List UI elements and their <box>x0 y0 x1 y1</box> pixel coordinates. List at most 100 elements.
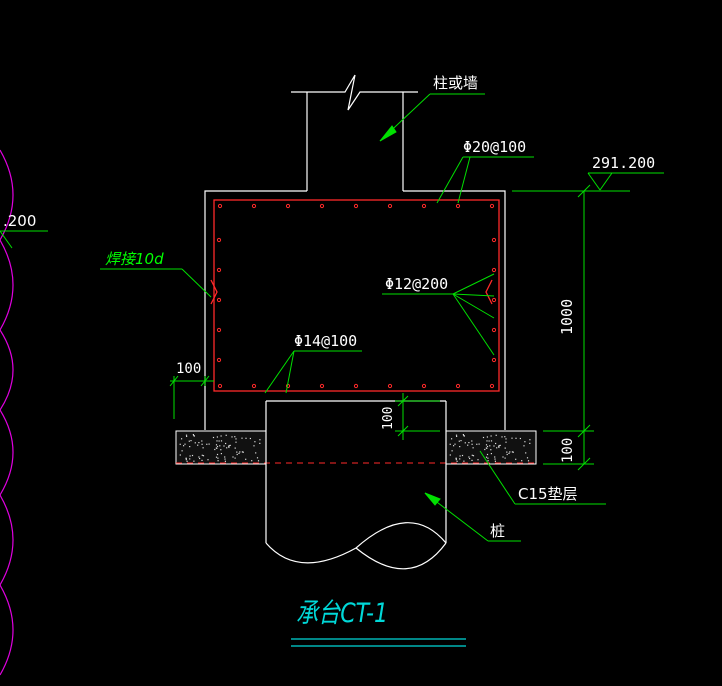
cushion-speckle <box>529 442 531 444</box>
cushion-speckle <box>515 458 517 460</box>
cushion-speckle <box>459 455 461 457</box>
cushion-speckle <box>216 436 218 438</box>
rebar-dot <box>216 237 222 243</box>
cushion-speckle <box>214 448 216 451</box>
cushion-speckle <box>462 434 464 436</box>
cushion-speckle <box>245 437 247 439</box>
cushion-speckle <box>216 445 219 448</box>
cushion-speckle <box>494 458 496 460</box>
cushion-speckle <box>190 440 192 442</box>
cushion-speckle <box>529 439 531 441</box>
cushion-speckle <box>449 443 451 445</box>
cushion-speckle <box>504 447 506 449</box>
cushion-speckle <box>506 451 508 453</box>
cushion-speckle <box>208 443 210 445</box>
cushion-speckle <box>508 452 510 454</box>
dimension-lines <box>169 172 664 471</box>
cushion-speckle <box>459 446 461 448</box>
cushion-speckle <box>505 438 507 440</box>
cushion-speckle <box>511 451 513 453</box>
rebar-dot <box>491 327 497 333</box>
cushion-speckle <box>219 445 221 447</box>
cushion-speckle <box>241 451 243 453</box>
cushion-speckle <box>485 447 487 449</box>
cushion-speckle <box>471 443 473 445</box>
cushion-speckle <box>453 445 455 447</box>
cushion-speckle <box>216 440 218 442</box>
cushion-speckle <box>455 434 458 436</box>
label-side-rebar: Φ12@200 <box>385 275 448 293</box>
label-top-rebar: Φ20@100 <box>463 138 526 156</box>
cushion-speckle <box>201 454 203 456</box>
pile <box>265 400 447 570</box>
rebar-dot <box>421 383 427 389</box>
cushion-speckle <box>468 456 470 458</box>
cushion-speckle <box>245 458 247 460</box>
drawing-title: 承台CT-1 <box>296 598 388 629</box>
rebar-dots <box>216 203 497 389</box>
cushion-speckle <box>490 453 492 455</box>
cushion-speckle <box>458 440 460 442</box>
left-elevation-marker <box>0 230 48 249</box>
cushion-speckle <box>220 453 222 455</box>
rebar-dot <box>319 203 325 209</box>
cushion-speckle <box>193 435 195 437</box>
rebar-dot <box>217 203 223 209</box>
cushion-speckle <box>526 457 529 459</box>
cushion-speckle <box>486 445 489 448</box>
cushion-speckle <box>472 447 474 449</box>
cushion-speckle <box>226 447 228 449</box>
cushion-speckle <box>193 460 195 462</box>
cushion-speckle <box>223 445 225 447</box>
cushion-speckle <box>234 447 236 449</box>
cushion-speckle <box>454 443 456 445</box>
cushion-speckle <box>234 436 236 438</box>
cushion-speckle <box>524 441 526 443</box>
cushion-speckle <box>235 441 237 443</box>
cushion-speckle <box>259 439 261 441</box>
cushion-speckle <box>504 457 506 459</box>
cushion-speckle <box>463 460 465 462</box>
cushion-speckle <box>179 454 181 456</box>
cushion-speckle <box>468 442 470 444</box>
cushion-speckle <box>189 455 191 457</box>
label-height-total: 1000 <box>558 299 576 335</box>
cushion-speckle <box>460 440 462 442</box>
cushion-speckle <box>255 452 257 454</box>
cushion-speckle <box>496 447 498 449</box>
rebar-dot <box>216 357 222 363</box>
cushion-speckle <box>490 440 493 442</box>
rebar-dot <box>491 267 497 273</box>
cushion-speckle <box>519 437 521 440</box>
cushion-speckle <box>511 437 513 439</box>
cushion-speckle <box>459 458 461 460</box>
cushion-speckle <box>509 451 511 453</box>
cushion-speckle <box>498 445 500 447</box>
cushion-speckle <box>461 454 464 457</box>
cushion-speckle <box>476 443 478 445</box>
cushion-speckle <box>228 445 230 448</box>
cushion-speckle <box>493 445 495 447</box>
cushion-speckle <box>225 442 227 445</box>
cushion-speckle <box>241 437 243 439</box>
cushion-speckle <box>189 446 191 448</box>
cushion-speckle <box>525 452 527 454</box>
cushion-speckle <box>494 456 496 458</box>
cushion-speckle <box>236 451 238 453</box>
cushion-speckle <box>185 459 187 461</box>
cushion-speckle <box>191 454 194 457</box>
rebar-dot <box>455 383 461 389</box>
cushion-speckle <box>486 453 489 456</box>
cushion-speckle <box>201 459 203 461</box>
cushion-speckle <box>229 444 231 446</box>
rebar-dot <box>251 203 257 209</box>
cushion-speckle <box>217 457 219 459</box>
cushion-speckle <box>186 435 188 437</box>
cushion-speckle <box>207 459 209 461</box>
cushion-speckle <box>228 445 230 447</box>
cushion-speckle <box>253 445 255 447</box>
rebar-cage <box>210 199 500 392</box>
cushion-speckle <box>464 442 466 444</box>
